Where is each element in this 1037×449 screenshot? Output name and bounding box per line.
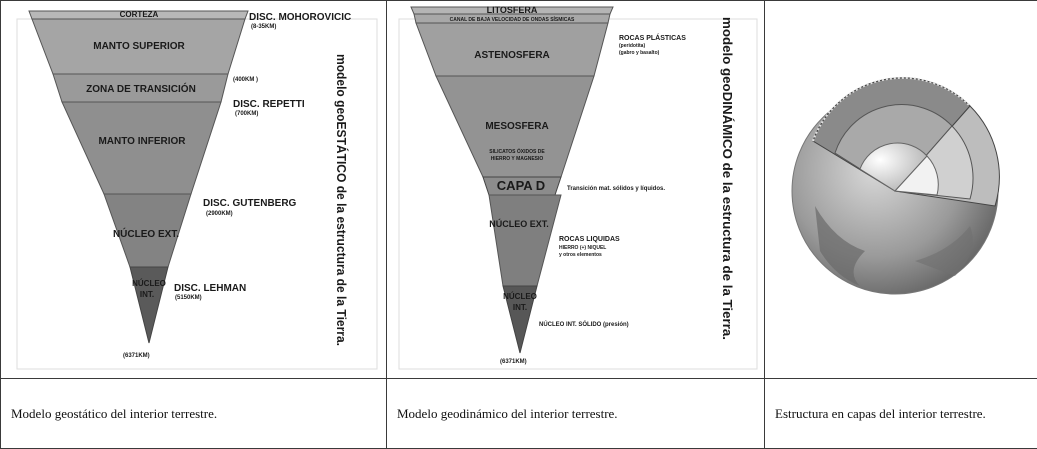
- earth-cell: [765, 1, 1037, 379]
- geodynamic-diagram: LITOSFERA CANAL DE BAJA VELOCIDAD DE OND…: [387, 1, 763, 377]
- label-int: INT.: [140, 290, 154, 299]
- note-hierro: HIERRO (+) NIQUEL: [559, 245, 606, 251]
- geodynamic-cell: LITOSFERA CANAL DE BAJA VELOCIDAD DE OND…: [387, 1, 765, 379]
- label-silicatos-2: HIERRO Y MAGNESIO: [491, 156, 544, 162]
- caption-cell-geodynamic: Modelo geodinámico del interior terrestr…: [387, 379, 765, 449]
- label-nucleo-ext: NÚCLEO EXT.: [113, 227, 179, 240]
- note-transicion: Transición mat. sólidos y líquidos.: [567, 186, 665, 192]
- label-disc-gutenberg: DISC. GUTENBERG: [203, 198, 297, 209]
- label-int: INT.: [513, 303, 527, 312]
- label-capa-d: CAPA D: [497, 178, 545, 193]
- note-gabro: (gabro y basalto): [619, 50, 660, 56]
- label-disc-lehman: DISC. LEHMAN: [174, 283, 246, 294]
- label-litosfera: LITOSFERA: [487, 5, 538, 15]
- geostatic-diagram: CORTEZA MANTO SUPERIOR ZONA DE TRANSICIÓ…: [1, 1, 385, 377]
- caption-cell-layers: Estructura en capas del interior terrest…: [765, 379, 1037, 449]
- label-lehman-depth: (5150KM): [175, 295, 202, 301]
- geodynamic-vertical-title: modelo geoDINÁMICO de la estructura de l…: [720, 17, 735, 340]
- label-moho-depth: (8-35KM): [251, 24, 276, 30]
- label-nucleo: NÚCLEO: [503, 292, 537, 301]
- geostatic-cell: CORTEZA MANTO SUPERIOR ZONA DE TRANSICIÓ…: [1, 1, 387, 379]
- label-center-depth: (6371KM): [123, 353, 150, 359]
- caption-geostatic: Modelo geostático del interior terrestre…: [1, 406, 386, 421]
- label-canal: CANAL DE BAJA VELOCIDAD DE ONDAS SÍSMICA…: [450, 15, 575, 23]
- note-peridotita: (peridotita): [619, 43, 645, 49]
- caption-layers: Estructura en capas del interior terrest…: [765, 406, 1037, 421]
- label-nucleo-ext: NÚCLEO EXT.: [489, 218, 549, 229]
- label-repetti-depth: (700KM): [235, 111, 258, 117]
- label-disc-repetti: DISC. REPETTI: [233, 99, 305, 110]
- label-mesosfera: MESOSFERA: [485, 121, 548, 132]
- caption-geodynamic: Modelo geodinámico del interior terrestr…: [387, 406, 764, 421]
- label-transition-depth: (400KM ): [233, 77, 258, 83]
- label-silicatos: SILICATOS ÓXIDOS DE: [489, 147, 545, 155]
- label-manto-inferior: MANTO INFERIOR: [98, 136, 186, 147]
- geostatic-vertical-title: modelo geoESTÁTICO de la estructura de l…: [334, 54, 349, 346]
- label-manto-superior: MANTO SUPERIOR: [93, 41, 185, 52]
- caption-cell-geostatic: Modelo geostático del interior terrestre…: [1, 379, 387, 449]
- label-center-depth: (6371KM): [500, 359, 527, 365]
- note-otros: y otros elementos: [559, 252, 602, 258]
- label-gutenberg-depth: (2900KM): [206, 211, 233, 217]
- label-disc-mohorovicic: DISC. MOHOROVICIC: [249, 12, 351, 23]
- note-nucleo-solido: NÚCLEO INT. SÓLIDO (presión): [539, 320, 629, 328]
- note-rocas-liquidas: ROCAS LIQUIDAS: [559, 236, 620, 243]
- earth-layers-illustration: [765, 1, 1036, 377]
- note-rocas-plasticas: ROCAS PLÁSTICAS: [619, 33, 686, 42]
- label-nucleo: NÚCLEO: [132, 279, 166, 288]
- label-corteza: CORTEZA: [120, 10, 159, 19]
- label-zona-transicion: ZONA DE TRANSICIÓN: [86, 82, 196, 95]
- label-astenosfera: ASTENOSFERA: [474, 50, 550, 61]
